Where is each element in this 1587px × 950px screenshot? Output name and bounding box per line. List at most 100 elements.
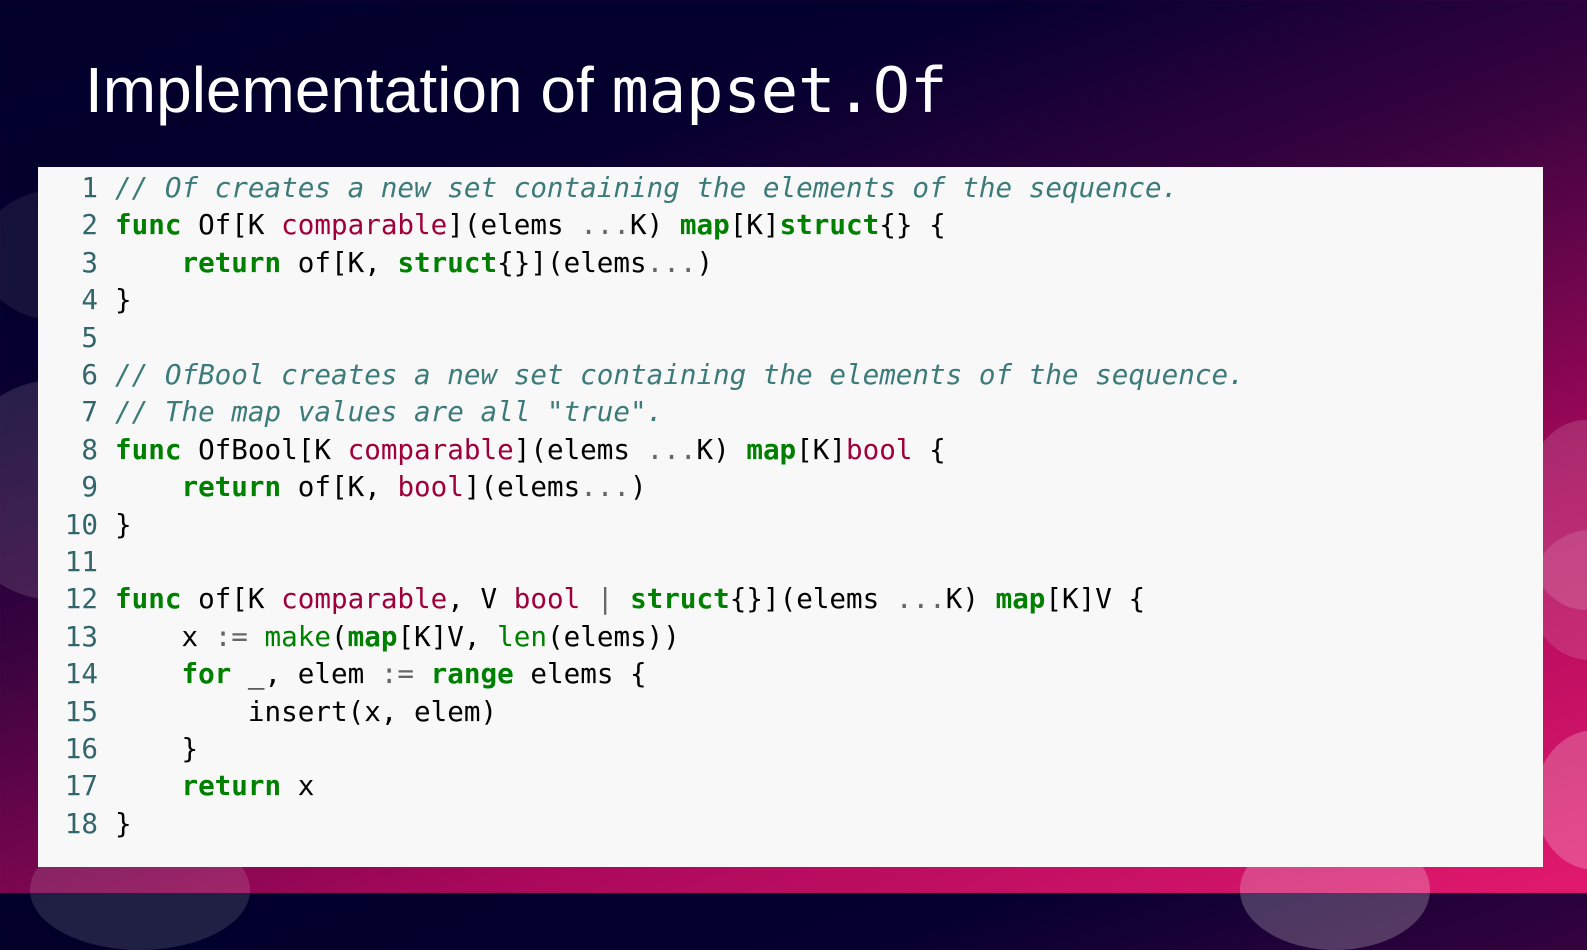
code-token: ( (331, 619, 348, 653)
code-token: K) (630, 208, 680, 242)
code-line-text: // The map values are all "true". (115, 395, 663, 428)
code-token: of[K, (281, 470, 398, 504)
code-line: 12 func of[K comparable, V bool | struct{… (38, 580, 1145, 617)
line-number: 13 (64, 619, 98, 653)
code-line-text: func OfBool[K comparable](elems ...K) ma… (115, 433, 946, 466)
code-token: ](elems (463, 470, 581, 504)
code-line: 14 for _, elem := range elems { (38, 655, 647, 692)
line-number: 16 (64, 732, 98, 765)
slide-title: Implementation of mapset.Of (85, 52, 947, 129)
code-token: (elems)) (547, 619, 680, 653)
code-token: := (380, 657, 415, 691)
code-line: 7 // The map values are all "true". (38, 393, 663, 430)
line-number: 9 (81, 470, 98, 504)
line-number: 12 (64, 582, 98, 616)
code-token: ) (696, 245, 714, 279)
code-token: } (115, 806, 132, 840)
code-token: func (115, 208, 182, 242)
code-token: of[K (181, 582, 282, 616)
code-token: Of[K (181, 208, 282, 242)
code-token: } (115, 507, 132, 541)
code-token: ... (646, 432, 697, 466)
code-token: {}](elems (497, 245, 647, 279)
line-number: 17 (64, 769, 98, 803)
line-number: 8 (81, 432, 98, 466)
code-token: [K] (796, 432, 847, 466)
code-token: func (115, 432, 182, 466)
code-token: insert(x, elem) (115, 694, 498, 728)
code-token: ](elems (513, 432, 647, 466)
code-token: return (181, 470, 282, 504)
code-token: struct (779, 208, 880, 242)
line-number: 6 (81, 358, 98, 391)
code-token: len (497, 619, 547, 653)
code-token: } (115, 732, 199, 765)
code-token: {}](elems (729, 582, 896, 616)
code-line-text: // Of creates a new set containing the e… (115, 171, 1178, 204)
code-token: bool (397, 470, 464, 504)
code-token: // The map values are all "true". (115, 395, 664, 429)
code-token: ](elems (447, 208, 581, 242)
line-number: 3 (81, 245, 98, 279)
code-line: 15 insert(x, elem) (38, 693, 497, 730)
code-token: // Of creates a new set containing the e… (115, 171, 1179, 204)
code-token: x (281, 769, 315, 803)
code-token: map (746, 432, 797, 466)
code-token: { (912, 432, 946, 466)
line-number: 5 (81, 320, 98, 354)
code-token: map (347, 619, 398, 653)
code-block: 1 // Of creates a new set containing the … (38, 167, 1543, 867)
code-line-text: func of[K comparable, V bool | struct{}]… (115, 582, 1145, 615)
code-token: [K] (729, 208, 780, 242)
code-token: ) (630, 470, 647, 504)
code-line-text: return of[K, struct{}](elems...) (115, 246, 713, 279)
code-token: | (596, 582, 614, 616)
code-token: } (115, 283, 132, 317)
code-token: _, elem (231, 657, 381, 691)
code-token: range (430, 657, 514, 691)
code-token (115, 246, 181, 279)
code-token: comparable (347, 432, 514, 466)
line-number: 18 (64, 806, 98, 840)
code-token: {} { (879, 208, 946, 242)
line-number: 2 (81, 208, 98, 242)
code-token: return (181, 769, 282, 803)
line-number: 1 (81, 171, 98, 204)
code-line: 8 func OfBool[K comparable](elems ...K) m… (38, 431, 946, 468)
code-token: , V (447, 582, 514, 616)
code-token: comparable (281, 208, 448, 242)
code-token: elems { (513, 657, 647, 691)
code-token: [K]V { (1045, 582, 1146, 616)
code-line-text: } (115, 807, 132, 840)
code-token: for (181, 657, 232, 691)
code-line: 9 return of[K, bool](elems...) (38, 468, 647, 505)
code-line-text: func Of[K comparable](elems ...K) map[K]… (115, 208, 946, 241)
code-line: 16 } (38, 730, 198, 767)
code-line: 17 return x (38, 767, 315, 804)
code-token: OfBool[K (181, 432, 348, 466)
code-token: ... (646, 245, 697, 279)
code-line: 6 // OfBool creates a new set containing … (38, 356, 1245, 393)
code-token (115, 657, 181, 690)
code-line-text: } (115, 508, 132, 541)
line-number: 15 (64, 694, 98, 728)
code-line: 1 // Of creates a new set containing the … (38, 169, 1178, 206)
code-line: 3 return of[K, struct{}](elems...) (38, 244, 713, 281)
line-number: 7 (81, 395, 98, 429)
code-token (613, 582, 630, 615)
code-token: ... (580, 208, 631, 242)
code-line-text: return x (115, 769, 314, 802)
code-line-text: // OfBool creates a new set containing t… (115, 358, 1245, 391)
code-token: comparable (281, 582, 448, 616)
code-token: x (115, 619, 215, 653)
code-token: ... (580, 470, 631, 504)
code-token (414, 657, 431, 690)
code-line-text: for _, elem := range elems { (115, 657, 647, 691)
code-line: 5 (38, 319, 115, 356)
code-line: 10} (38, 506, 132, 543)
code-token: make (264, 619, 331, 653)
code-line-text: insert(x, elem) (115, 695, 497, 728)
code-token (115, 769, 181, 802)
slide-title-text: Implementation of (85, 54, 612, 126)
code-line: 13 x := make(map[K]V, len(elems)) (38, 618, 680, 655)
